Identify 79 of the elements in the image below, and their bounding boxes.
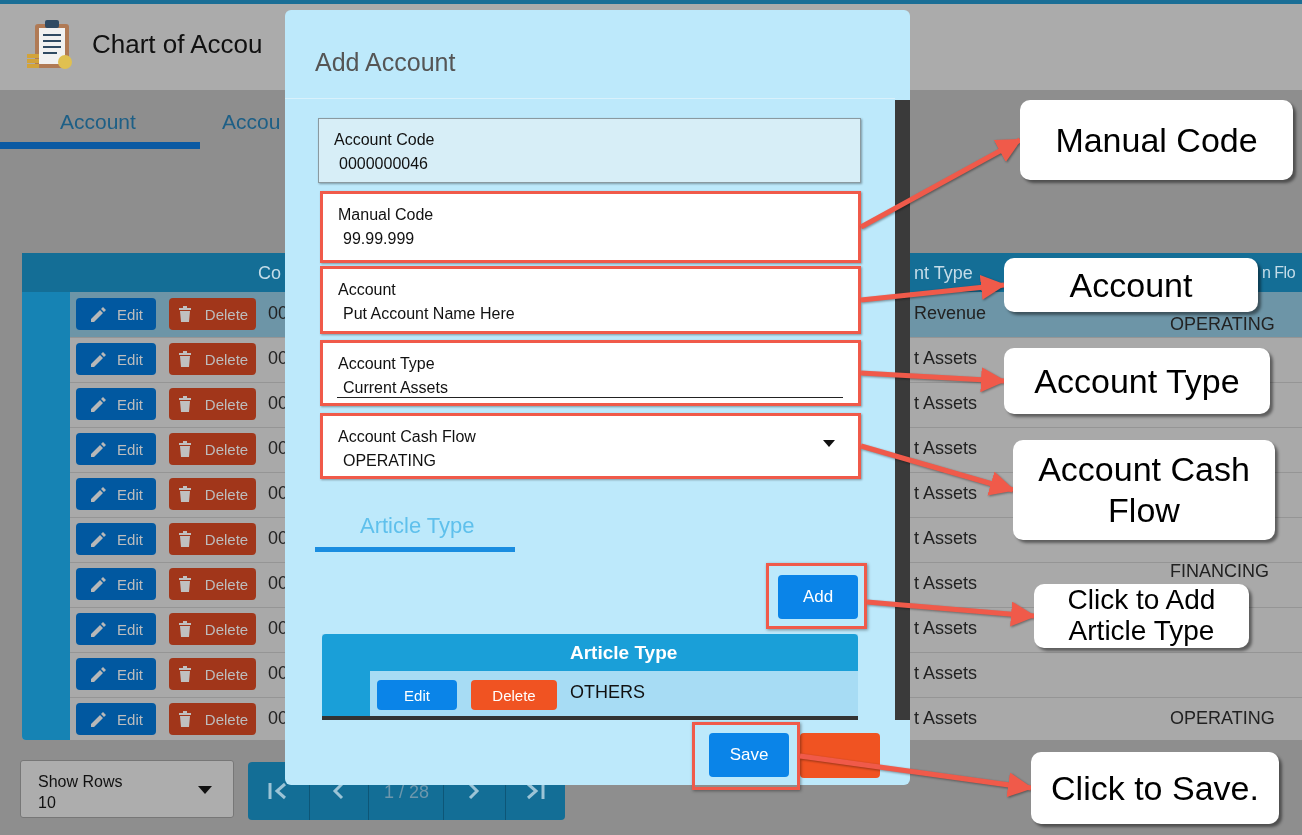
arrow xyxy=(860,274,1006,303)
delete-button: Delete xyxy=(169,388,256,420)
field-value: Current Assets xyxy=(343,379,448,397)
field-label: Account Type xyxy=(338,355,435,373)
edit-button: Edit xyxy=(76,568,156,600)
delete-button: Delete xyxy=(169,298,256,330)
callout-box: Click to Save. xyxy=(1031,752,1279,824)
edit-button: Edit xyxy=(76,343,156,375)
account-type-text: Revenue xyxy=(914,303,987,324)
add-button: Add xyxy=(778,575,858,619)
page-indicator: 1 / 28 xyxy=(384,782,430,803)
dropdown-value: 10 xyxy=(38,794,56,812)
arrow xyxy=(866,599,1036,627)
column-header: Article Type xyxy=(570,642,678,664)
arrow xyxy=(860,443,1015,496)
cash-flow-text: FINANCING xyxy=(1170,561,1269,582)
account-type-text: t Assets xyxy=(914,663,978,684)
delete-button: Delete xyxy=(169,658,256,690)
callout-box: Account xyxy=(1004,258,1258,312)
edit-button: Edit xyxy=(76,298,156,330)
edit-button: Edit xyxy=(76,478,156,510)
field-value: 0000000046 xyxy=(339,155,428,173)
callout-box: Account Type xyxy=(1004,348,1270,414)
account-type-text: t Assets xyxy=(914,573,978,594)
delete-button: Delete xyxy=(169,343,256,375)
account-type-text: t Assets xyxy=(914,393,978,414)
arrow xyxy=(859,137,1022,230)
account-type-text: t Assets xyxy=(914,438,978,459)
account-type-text: t Assets xyxy=(914,528,978,549)
callout-box: Click to Add Article Type xyxy=(1034,584,1249,648)
highlight-frame xyxy=(692,722,800,790)
edit-button: Edit xyxy=(76,703,156,735)
edit-button: Edit xyxy=(377,680,457,710)
tab-label: Accou xyxy=(222,110,281,134)
callout-box: Account Cash Flow xyxy=(1013,440,1275,540)
edit-button: Edit xyxy=(76,388,156,420)
field-label: Manual Code xyxy=(338,206,434,224)
arrow xyxy=(860,367,1006,393)
input-field xyxy=(320,340,861,406)
tab-label: Article Type xyxy=(360,513,475,539)
field-value: OPERATING xyxy=(343,452,437,470)
cash-flow-text: OPERATING xyxy=(1170,708,1275,729)
edit-button: Edit xyxy=(76,523,156,555)
input-field xyxy=(320,191,861,263)
delete-button: Delete xyxy=(169,613,256,645)
edit-button: Edit xyxy=(76,433,156,465)
column-header: nt Type xyxy=(914,263,973,284)
delete-button: Delete xyxy=(471,680,557,710)
input-field xyxy=(320,413,861,479)
dropdown-label: Show Rows xyxy=(38,773,123,791)
cash-flow-text: OPERATING xyxy=(1170,314,1275,335)
delete-button: Delete xyxy=(169,433,256,465)
account-type-text: t Assets xyxy=(914,708,978,729)
delete-button: Delete xyxy=(169,703,256,735)
dialog-title: Add Account xyxy=(315,48,456,77)
delete-button: Delete xyxy=(169,523,256,555)
field-label: Account xyxy=(338,281,396,299)
input-field xyxy=(320,266,861,334)
arrow xyxy=(799,753,1033,798)
input-field xyxy=(318,118,861,183)
tab-label: Account xyxy=(60,110,136,134)
highlight-frame xyxy=(766,563,867,629)
page-title: Chart of Accou xyxy=(92,29,263,60)
account-type-text: t Assets xyxy=(914,618,978,639)
field-value: Put Account Name Here xyxy=(343,305,515,323)
field-value: 99.99.999 xyxy=(343,230,415,248)
field-label: Account Code xyxy=(334,131,435,149)
account-type-text: t Assets xyxy=(914,483,978,504)
callout-box: Manual Code xyxy=(1020,100,1293,180)
save-button: Save xyxy=(709,733,789,777)
article-type-text: OTHERS xyxy=(570,682,645,703)
delete-button: Delete xyxy=(169,478,256,510)
delete-button: Delete xyxy=(169,568,256,600)
column-header: n Flo xyxy=(1262,264,1296,282)
field-label: Account Cash Flow xyxy=(338,428,476,446)
account-type-text: t Assets xyxy=(914,348,978,369)
edit-button: Edit xyxy=(76,613,156,645)
edit-button: Edit xyxy=(76,658,156,690)
column-header: Co xyxy=(258,263,281,284)
